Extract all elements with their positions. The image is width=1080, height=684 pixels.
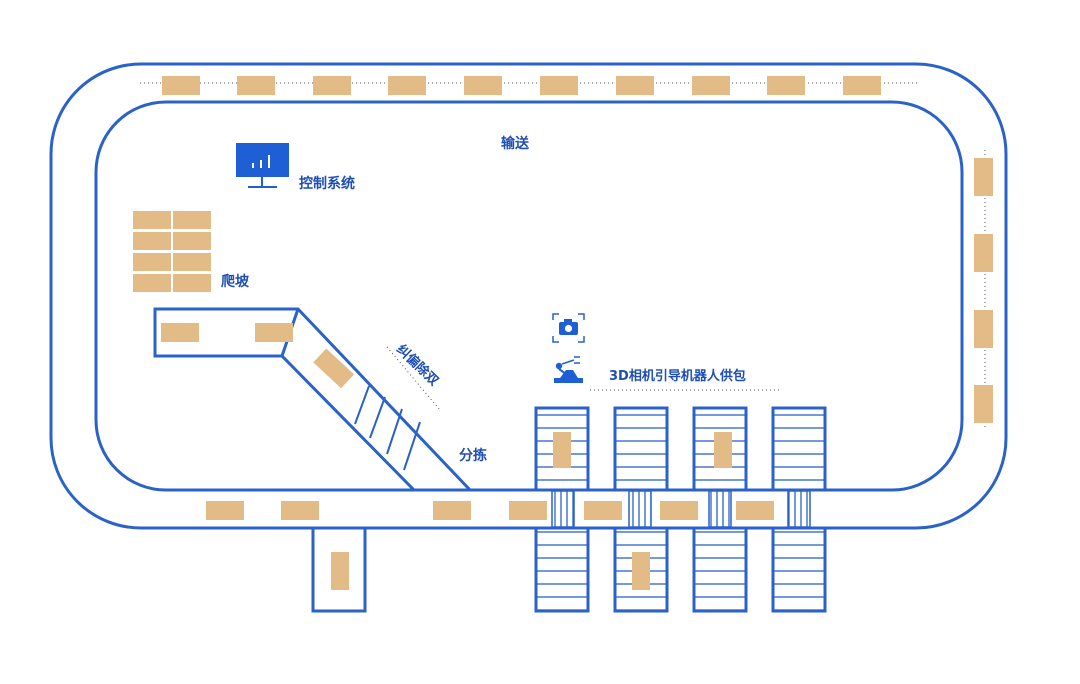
parcel [388,76,426,95]
sorting-lanes-bottom [534,526,827,613]
monitor-icon [236,143,289,188]
right-parcels [974,158,993,423]
parcel [313,76,351,95]
lane-bottom-3 [692,526,748,613]
parcel [974,385,993,423]
parcel [632,552,650,590]
parcel [616,76,654,95]
parcel [660,501,698,520]
parcel [331,552,349,590]
parcel [584,501,622,520]
parcel [714,432,732,468]
parcel [540,76,578,95]
parcel [433,501,471,520]
parcel [736,501,774,520]
parcel [161,323,199,342]
parcel [464,76,502,95]
parcel [313,348,355,389]
deskew-parcels [161,323,355,389]
deskew-rollers [354,385,421,471]
deskew-chute [153,307,474,492]
conveyor-inner-edge [94,100,964,492]
conveyor-loop [49,62,1008,530]
deskew-dotted-guide [386,346,441,411]
parcel [237,76,275,95]
sorting-lanes-top [534,406,827,492]
control-system-label: 控制系统 [299,175,355,192]
parcel [767,76,805,95]
parcel [692,76,730,95]
parcel [162,76,200,95]
cross-belt-sections [551,490,811,528]
parcel [255,323,293,342]
lane-bottom-1 [534,526,590,613]
lane-top-4 [771,406,827,492]
sorting-label: 分拣 [459,447,487,464]
bottom-parcels [206,501,774,520]
lane-bottom-2 [613,526,669,613]
conveyor-label: 输送 [501,135,530,152]
top-parcels [162,76,881,95]
conveyor-dotted-guides [140,82,986,430]
parcel [553,432,571,468]
parcel [509,501,547,520]
lane-top-1 [534,406,590,492]
ramp-parcel-stack [133,211,211,292]
camera-icon [552,313,585,343]
parcel [281,501,319,520]
parcel [974,310,993,348]
parcel [974,158,993,196]
parcel [206,501,244,520]
exit-chute [311,526,367,613]
robot-induction-label: 3D相机引导机器人供包 [609,368,746,384]
lane-bottom-4 [771,526,827,613]
ramp-label: 爬坡 [221,273,250,290]
parcel [974,234,993,272]
lane-top-3 [692,406,748,492]
robot-arm-icon [554,356,583,383]
lane-top-2 [613,406,669,492]
conveyor-outer-edge [49,62,1008,530]
deskew-label: 纠偏除双 [393,341,442,389]
parcel [843,76,881,95]
